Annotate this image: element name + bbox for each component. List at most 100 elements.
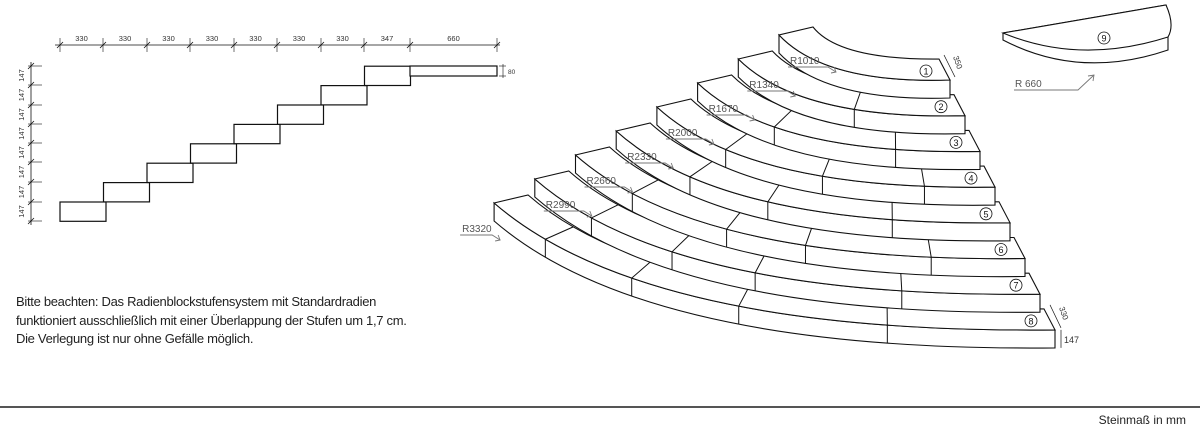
vertical-dimension-label: 147 — [17, 186, 26, 199]
horizontal-dimension-label: 660 — [447, 34, 460, 43]
radius-label: R1340 — [749, 80, 779, 91]
vertical-dimension-label: 147 — [17, 166, 26, 179]
vertical-dimension-label: 147 — [17, 69, 26, 82]
cap-number-circle — [1097, 31, 1111, 45]
radius-arrow — [1014, 74, 1095, 91]
horizontal-dimension-label: 330 — [162, 34, 175, 43]
note-line: funktioniert ausschließlich mit einer Üb… — [16, 312, 407, 328]
side-cap-slab — [409, 65, 498, 77]
step-number: 7 — [1013, 281, 1018, 291]
top-depth-label: 350 — [951, 55, 964, 71]
arrow-head-icon — [790, 90, 796, 98]
cap-stone-9: 9 R 660 — [1001, 4, 1172, 91]
radius-arrow — [543, 210, 593, 217]
arrow-head-icon — [1087, 74, 1095, 82]
step-number-circle — [949, 135, 963, 149]
radius-label: R1010 — [790, 56, 820, 67]
unit-label: Steinmaß in mm — [1098, 413, 1186, 427]
block-joint — [671, 234, 691, 253]
side-step-block — [233, 123, 281, 145]
step-number-circle — [994, 243, 1008, 256]
block-joint — [726, 210, 742, 230]
radius-label: R1670 — [709, 104, 739, 115]
radius-arrow — [665, 138, 715, 145]
step-number-circle — [919, 64, 933, 78]
vertical-dimension-label: 147 — [17, 205, 26, 218]
arrow-head-icon — [586, 210, 593, 218]
height-label: 147 — [1064, 335, 1079, 345]
side-step-block — [363, 65, 412, 87]
block-joint — [632, 179, 659, 194]
vertical-dimension-label: 147 — [17, 146, 26, 159]
arrow-head-icon — [495, 234, 501, 242]
step-1: R1010 — [777, 26, 951, 99]
radius-label: R2660 — [587, 176, 617, 187]
step-number: 8 — [1028, 316, 1033, 326]
step-number-circle — [1009, 278, 1023, 292]
radius-arrow — [788, 66, 837, 73]
side-step-block — [189, 143, 238, 164]
side-view-stair-profile: 330 330 330 330 330 330 330 347 660 147 147 147 147 1… — [17, 34, 516, 225]
radius-arrow — [625, 162, 674, 169]
arrow-head-icon — [668, 162, 674, 170]
side-step-block — [276, 104, 325, 125]
vertical-dimension-label: 147 — [17, 89, 26, 102]
step-number: 5 — [983, 209, 988, 219]
step-number-circle — [979, 207, 993, 221]
radius-arrow — [584, 186, 633, 193]
side-step-block — [59, 201, 107, 222]
step-top-face — [777, 26, 951, 81]
installation-note: Bitte beachten: Das Radienblockstufensys… — [16, 293, 407, 349]
step-6: R2660 — [574, 146, 1026, 278]
arrow-head-icon — [830, 66, 837, 74]
block-joint — [591, 204, 619, 219]
cap-top-face — [1001, 4, 1172, 51]
horizontal-dimension-label: 330 — [249, 34, 262, 43]
horizontal-dimension-label: 330 — [336, 34, 349, 43]
step-number-circle — [1024, 314, 1038, 328]
cap-radius-label: R 660 — [1015, 79, 1042, 90]
vertical-dimension-label: 147 — [17, 108, 26, 121]
radius-label: R3320 — [462, 224, 492, 235]
block-joint — [773, 109, 793, 128]
isometric-radius-steps: R3320 R2990 R2660 R2330 R2000 R1670 R1340 R1010 — [460, 26, 1056, 349]
step-number-layer: 1 2 3 4 5 6 7 8 350 330 147 — [919, 54, 1079, 348]
note-line: Bitte beachten: Das Radienblockstufensys… — [16, 294, 377, 309]
block-joint — [767, 182, 781, 203]
footer-divider — [0, 406, 1200, 408]
radius-arrow — [460, 234, 501, 241]
radius-arrow — [747, 90, 796, 97]
step-number: 3 — [953, 138, 958, 148]
step-number: 2 — [938, 102, 943, 112]
side-step-block — [102, 182, 151, 203]
block-joint — [631, 260, 652, 279]
cap-number: 9 — [1101, 34, 1106, 44]
arrow-head-icon — [627, 186, 634, 194]
radius-label: R2990 — [546, 200, 576, 211]
horizontal-dimension-label: 330 — [75, 34, 88, 43]
side-step-block — [320, 84, 368, 106]
block-joint — [689, 160, 713, 178]
dimension-line — [1049, 304, 1062, 329]
horizontal-dimension-label: 330 — [293, 34, 306, 43]
step-number-circle — [964, 171, 978, 185]
horizontal-dimension-label: 330 — [206, 34, 219, 43]
radius-label: R2000 — [668, 128, 698, 139]
block-joint — [725, 133, 748, 150]
bottom-depth-label: 330 — [1057, 306, 1070, 322]
step-number: 1 — [923, 67, 928, 77]
block-joint — [545, 226, 574, 240]
step-number: 4 — [968, 174, 973, 184]
horizontal-dimension-label: 330 — [119, 34, 132, 43]
step-number-circle — [934, 100, 948, 114]
step-5: R2330 — [615, 122, 1011, 242]
step-number: 6 — [998, 245, 1003, 255]
radius-arrow — [706, 114, 755, 121]
dimension-line — [943, 54, 956, 78]
slab-thickness-label: 80 — [508, 69, 516, 76]
arrow-head-icon — [708, 138, 715, 146]
note-line: Die Verlegung ist nur ohne Gefälle mögli… — [16, 331, 254, 346]
radius-label: R2330 — [627, 152, 657, 163]
horizontal-dimension-label: 347 — [381, 34, 394, 43]
